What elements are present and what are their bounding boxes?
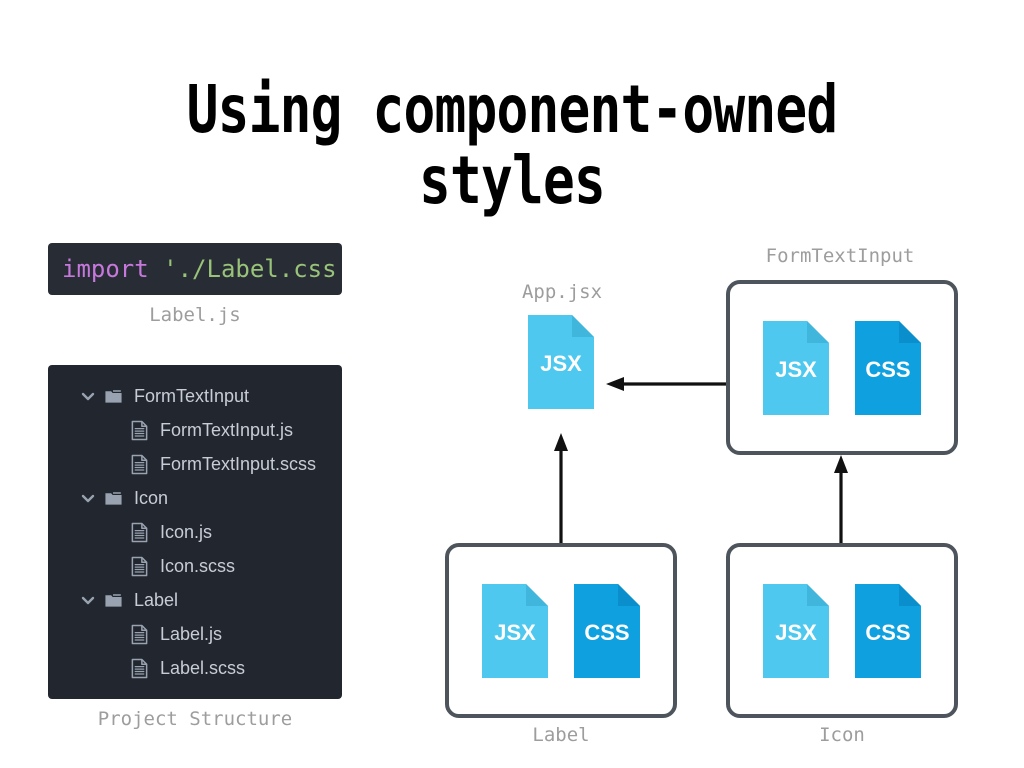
arrow-label-to-app	[554, 433, 568, 543]
tree-item-label: FormTextInput	[134, 385, 250, 406]
code-snippet-panel: import './Label.css'	[48, 243, 342, 295]
jsx-file-icon: JSX	[482, 583, 548, 678]
component-diagram: App.jsx JSX FormTextInput JSX CSS JSX CS…	[430, 235, 990, 755]
folder-icon	[105, 389, 122, 403]
tree-item-formtextinput-js[interactable]: FormTextInput.js	[58, 413, 332, 447]
page-title: Using component-owned styles	[186, 71, 839, 220]
tree-item-label: FormTextInput.scss	[160, 453, 317, 474]
file-tree-panel: FormTextInput FormTextInput.js FormTextI…	[48, 365, 342, 699]
tree-item-label: Label	[134, 589, 179, 610]
jsx-file-label: JSX	[540, 351, 582, 376]
chevron-down-icon	[81, 596, 95, 605]
tree-item-formtextinput-folder[interactable]: FormTextInput	[58, 379, 332, 413]
css-file-label: CSS	[865, 620, 910, 645]
css-file-label: CSS	[865, 357, 910, 382]
jsx-file-icon: JSX	[763, 583, 829, 678]
diagram-arrows	[554, 377, 848, 543]
tree-item-label: Label.scss	[160, 657, 246, 678]
tree-item-label: Icon.js	[160, 521, 213, 542]
folder-icon	[105, 491, 122, 505]
css-file-icon: CSS	[855, 583, 921, 678]
document-icon	[131, 420, 148, 440]
tree-item-icon-scss[interactable]: Icon.scss	[58, 549, 332, 583]
code-keyword-import: import	[62, 255, 149, 283]
chevron-down-icon	[81, 392, 95, 401]
document-icon	[131, 454, 148, 474]
document-icon	[131, 658, 148, 678]
tree-item-label: FormTextInput.js	[160, 419, 294, 440]
css-file-label: CSS	[584, 620, 629, 645]
tree-item-label: Icon.scss	[160, 555, 236, 576]
group-box-label[interactable]: JSX CSS	[445, 543, 677, 718]
code-space	[149, 255, 163, 283]
jsx-file-label: JSX	[494, 620, 536, 645]
jsx-file-label: JSX	[775, 357, 817, 382]
document-icon	[131, 624, 148, 644]
node-caption-app: App.jsx	[521, 281, 603, 303]
document-icon	[131, 522, 148, 542]
css-file-icon: CSS	[574, 583, 640, 678]
chevron-down-icon	[81, 494, 95, 503]
arrow-icon-to-formtextinput	[834, 455, 848, 543]
tree-item-label-scss[interactable]: Label.scss	[58, 651, 332, 685]
tree-item-label: Icon	[134, 487, 169, 508]
tree-item-label: Label.js	[160, 623, 223, 644]
tree-item-label-js[interactable]: Label.js	[58, 617, 332, 651]
jsx-file-icon: JSX	[763, 320, 829, 415]
css-file-icon: CSS	[855, 320, 921, 415]
tree-item-label-folder[interactable]: Label	[58, 583, 332, 617]
jsx-file-label: JSX	[775, 620, 817, 645]
left-column: import './Label.css' Label.js FormTextIn…	[48, 243, 342, 730]
group-box-icon[interactable]: JSX CSS	[726, 543, 958, 718]
node-caption-icon: Icon	[819, 724, 865, 746]
group-box-formtextinput[interactable]: JSX CSS	[726, 280, 958, 455]
tree-item-icon-folder[interactable]: Icon	[58, 481, 332, 515]
tree-item-icon-js[interactable]: Icon.js	[58, 515, 332, 549]
jsx-file-icon: JSX	[528, 315, 594, 409]
arrow-formtextinput-to-app	[606, 377, 726, 391]
node-caption-label: Label	[532, 724, 590, 746]
folder-icon	[105, 593, 122, 607]
node-caption-formtextinput: FormTextInput	[765, 245, 915, 267]
document-icon	[131, 556, 148, 576]
tree-item-formtextinput-scss[interactable]: FormTextInput.scss	[58, 447, 332, 481]
code-string-path: './Label.css'	[163, 255, 342, 283]
code-snippet-caption: Label.js	[149, 304, 241, 326]
file-tree-caption: Project Structure	[97, 708, 293, 730]
